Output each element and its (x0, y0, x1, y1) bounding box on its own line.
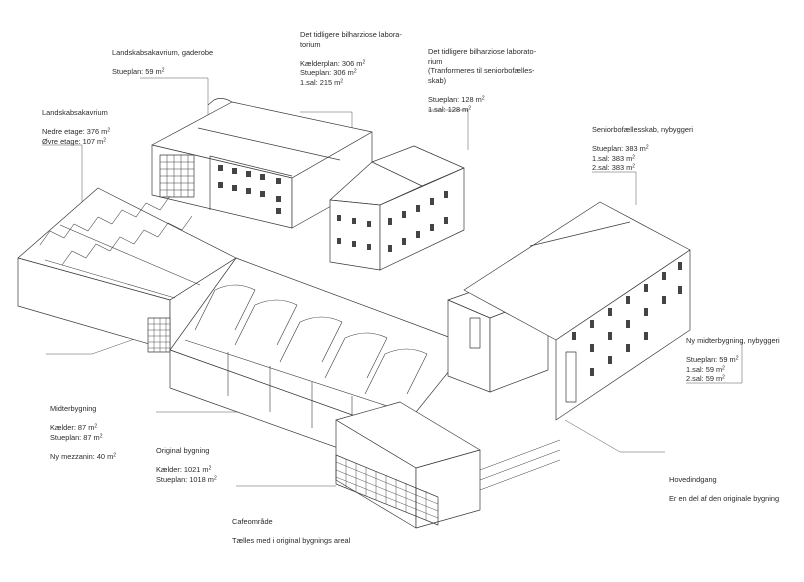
label-landskab-gaderobe: Landskabsakavrium, gaderobe Stueplan: 59… (112, 48, 214, 77)
label-landskabsakavrium: Landskabsakavrium Nedre etage: 376 m2 Øv… (42, 108, 111, 146)
lab-building-gabled (329, 145, 465, 271)
label-midterbygning: Midterbygning Kælder: 87 m2 Stueplan: 87… (50, 404, 117, 461)
senior-housing-building (463, 201, 691, 421)
label-cafeomraade: Cafeområde Tælles med i original bygning… (232, 517, 351, 546)
label-title: Landskabsakavrium, gaderobe (112, 48, 214, 57)
label-hovedindgang: Hovedindgang Er en del af den originale … (669, 475, 780, 504)
label-lab2: Det tidligere bilharziose laborato- rium… (428, 47, 537, 114)
label-original-bygning: Original bygning Kælder: 1021 m2 Stuepla… (156, 446, 217, 484)
label-lab1: Det tidligere bilharziose labora- torium… (300, 30, 402, 87)
label-ny-midterbygning: Ny midterbygning, nybyggeri Stueplan: 59… (686, 336, 780, 384)
label-senior: Seniorbofællesskab, nybyggeri Stueplan: … (592, 125, 694, 173)
cafe-building (335, 401, 561, 529)
label-title: Landskabsakavrium (42, 108, 108, 117)
lab-building-back (151, 98, 373, 229)
